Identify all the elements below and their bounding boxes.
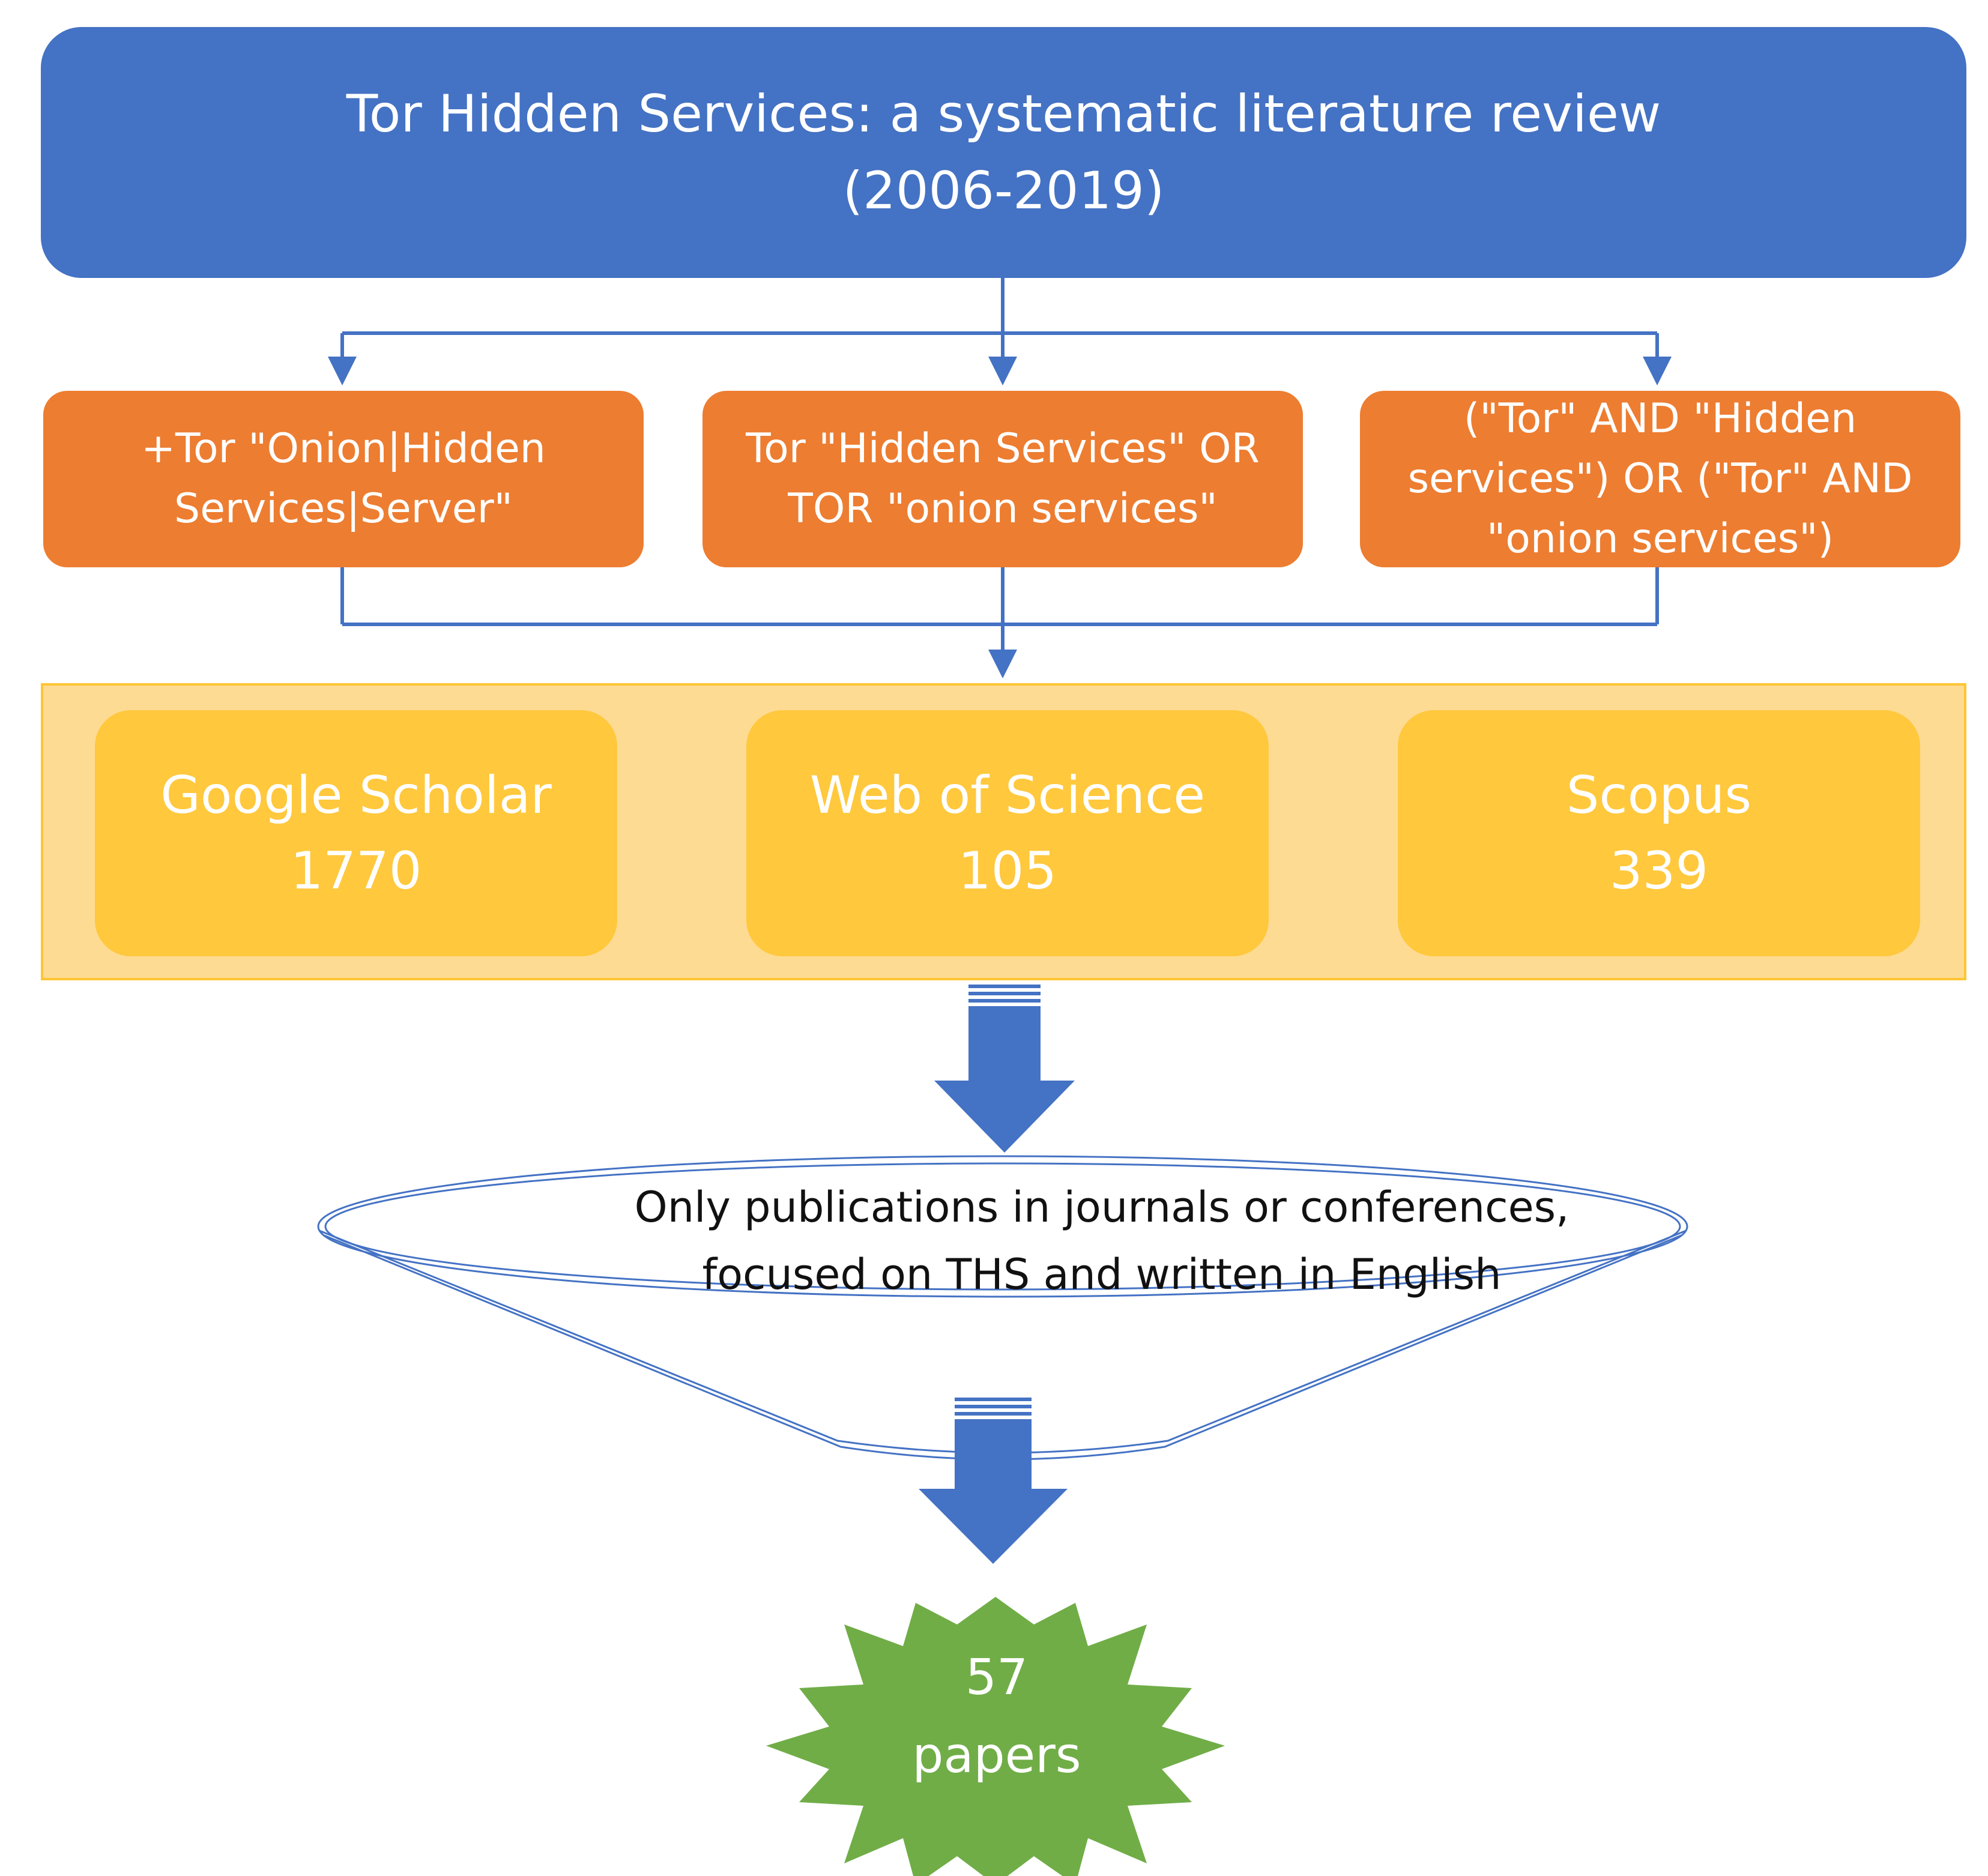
database-name: Web of Science	[809, 765, 1206, 825]
database-google-scholar: Google Scholar 1770	[95, 710, 617, 956]
inclusion-criteria-line: focused on THS and written in English	[702, 1250, 1502, 1299]
result-starburst	[766, 1597, 1225, 1876]
query-box-web-of-science: Tor "Hidden Services" OR TOR "onion serv…	[702, 391, 1303, 567]
database-count: 339	[1609, 841, 1709, 901]
down-arrow-icon	[919, 1398, 1068, 1564]
query-line: Services|Server"	[174, 485, 513, 532]
database-count: 105	[958, 841, 1057, 901]
review-title: Tor Hidden Services: a systematic litera…	[346, 84, 1661, 144]
inclusion-criteria: Only publications in journals or confere…	[456, 1174, 1747, 1308]
result-count: 57	[965, 1649, 1029, 1706]
query-box-scopus: ("Tor" AND "Hidden services") OR ("Tor" …	[1360, 391, 1960, 567]
database-name: Google Scholar	[160, 765, 552, 825]
result-unit: papers	[912, 1727, 1081, 1784]
review-period: (2006-2019)	[842, 161, 1165, 221]
query-line: +Tor "Onion|Hidden	[141, 425, 546, 472]
title-to-queries-connector	[328, 278, 1672, 385]
query-line: services") OR ("Tor" AND	[1407, 455, 1913, 502]
review-title-box: Tor Hidden Services: a systematic litera…	[41, 27, 1966, 278]
database-scopus: Scopus 339	[1398, 710, 1920, 956]
query-line: TOR "onion services"	[788, 485, 1218, 532]
inclusion-criteria-line: Only publications in journals or confere…	[634, 1183, 1570, 1232]
database-web-of-science: Web of Science 105	[746, 710, 1269, 956]
down-arrow-icon	[934, 985, 1075, 1153]
result-label: 57 papers	[835, 1639, 1159, 1795]
database-count: 1770	[290, 841, 422, 901]
query-box-google-scholar: +Tor "Onion|Hidden Services|Server"	[43, 391, 644, 567]
query-line: "onion services")	[1487, 515, 1834, 562]
queries-to-databases-connector	[340, 567, 1659, 678]
database-name: Scopus	[1566, 765, 1752, 825]
query-line: ("Tor" AND "Hidden	[1463, 395, 1857, 442]
query-line: Tor "Hidden Services" OR	[746, 425, 1260, 472]
